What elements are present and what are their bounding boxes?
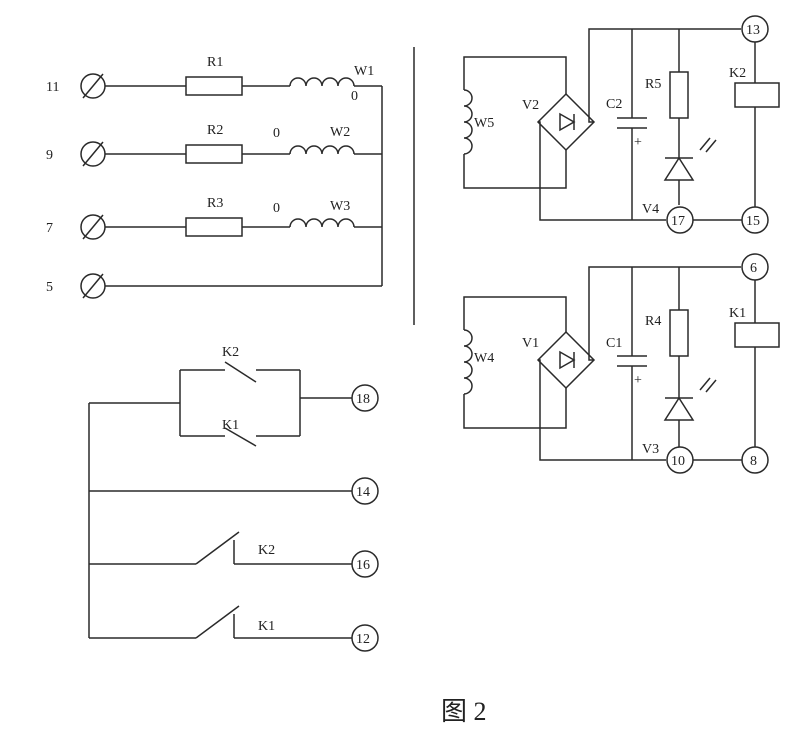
terminal-9	[80, 141, 106, 167]
resistor-label-r5: R5	[645, 77, 661, 92]
contact-k2-parallel	[224, 361, 257, 383]
coil-label-w2: W2	[330, 125, 350, 140]
input-circuit: 11 R1 W1 0 9 R2 W2 0 7 R3 W3	[46, 55, 383, 299]
resistor-r4	[669, 309, 689, 357]
dot-mark-w3: 0	[273, 201, 280, 216]
coil-w3	[289, 218, 355, 228]
terminal-label-11: 11	[46, 80, 59, 95]
terminal-label-16: 16	[356, 558, 370, 573]
relay-coil-k2	[734, 82, 780, 108]
coil-label-w1: W1	[354, 64, 374, 79]
resistor-label-r1: R1	[207, 55, 223, 70]
resistor-r1	[185, 76, 243, 96]
winding-w5	[463, 89, 473, 155]
terminal-5	[80, 273, 106, 299]
relay-coil-k1	[734, 322, 780, 348]
relay-label-k1: K1	[729, 306, 746, 321]
led-light-ray	[699, 377, 711, 391]
terminal-label-5: 5	[46, 280, 53, 295]
bridge-label-v2: V2	[522, 98, 539, 113]
relay-label-k2: K2	[729, 66, 746, 81]
resistor-r2	[185, 144, 243, 164]
led-v4	[663, 156, 695, 181]
dot-mark-w1: 0	[351, 89, 358, 104]
capacitor-polarity-c2: +	[634, 135, 642, 150]
terminal-label-14: 14	[356, 485, 370, 500]
capacitor-label-c1: C1	[606, 336, 622, 351]
led-light-ray	[699, 137, 711, 151]
channel-1: W4 V1 C1 + R4 6 10 8 V3	[463, 253, 780, 474]
channel-2: W5 V2 C2 + R5 13 17 15	[463, 15, 780, 234]
bridge-rectifier-v2	[536, 92, 596, 152]
terminal-12	[351, 624, 379, 652]
winding-label-w5: W5	[474, 116, 494, 131]
terminal-label-12: 12	[356, 632, 370, 647]
coil-w2	[289, 145, 355, 155]
winding-w4	[463, 329, 473, 395]
bridge-label-v1: V1	[522, 336, 539, 351]
terminal-18	[351, 384, 379, 412]
contact-label-k2: K2	[258, 543, 275, 558]
terminal-11	[80, 73, 106, 99]
contact-label-k1: K1	[258, 619, 275, 634]
contact-k1	[195, 605, 240, 639]
terminal-label-9: 9	[46, 148, 53, 163]
resistor-label-r3: R3	[207, 196, 223, 211]
terminal-label-10: 10	[671, 454, 685, 469]
contact-label-k1-parallel: K1	[222, 418, 239, 433]
terminal-7	[80, 214, 106, 240]
resistor-r5	[669, 71, 689, 119]
winding-label-w4: W4	[474, 351, 494, 366]
output-contacts: K2 K1 18 14 K2 16 K1 12	[88, 345, 379, 652]
diode-label-v4: V4	[642, 202, 659, 217]
bridge-rectifier-v1	[536, 330, 596, 390]
contact-label-k2-parallel: K2	[222, 345, 239, 360]
resistor-label-r2: R2	[207, 123, 223, 138]
terminal-label-17: 17	[671, 214, 685, 229]
dot-mark-w2: 0	[273, 126, 280, 141]
coil-label-w3: W3	[330, 199, 350, 214]
terminal-label-15: 15	[746, 214, 760, 229]
resistor-label-r4: R4	[645, 314, 661, 329]
terminal-14	[351, 477, 379, 505]
terminal-16	[351, 550, 379, 578]
contact-k2	[195, 531, 240, 565]
coil-w1	[289, 77, 355, 87]
capacitor-label-c2: C2	[606, 97, 622, 112]
terminal-label-6: 6	[750, 261, 757, 276]
capacitor-polarity-c1: +	[634, 373, 642, 388]
terminal-label-18: 18	[356, 392, 370, 407]
resistor-r3	[185, 217, 243, 237]
terminal-label-7: 7	[46, 221, 53, 236]
figure-caption: 图 2	[441, 697, 487, 726]
diode-label-v3: V3	[642, 442, 659, 457]
led-v3	[663, 396, 695, 421]
contact-k1-parallel	[224, 427, 257, 447]
terminal-label-13: 13	[746, 23, 760, 38]
terminal-label-8: 8	[750, 454, 757, 469]
